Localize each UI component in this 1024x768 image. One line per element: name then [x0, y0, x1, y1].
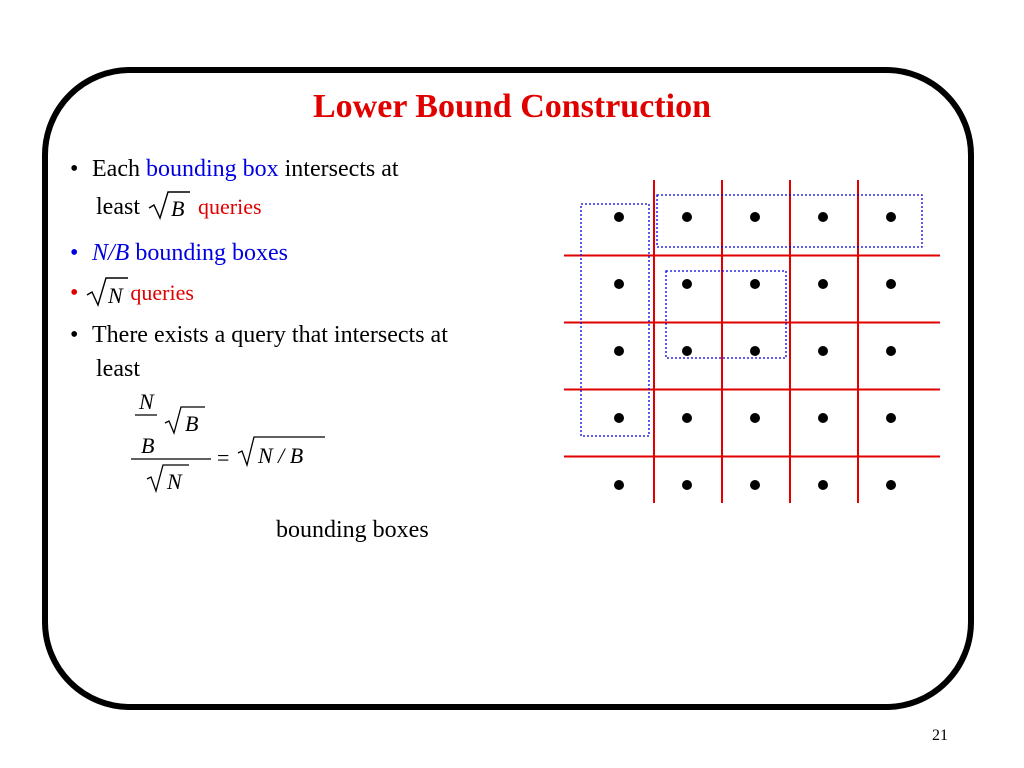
bullet-4: •There exists a query that intersects at	[70, 322, 448, 348]
grid-point	[750, 480, 760, 490]
grid-point	[818, 413, 828, 423]
grid-point	[614, 413, 624, 423]
grid-point	[614, 346, 624, 356]
slide-title: Lower Bound Construction	[313, 88, 711, 125]
sqrt-n-symbol: N	[87, 277, 129, 308]
grid-point	[886, 279, 896, 289]
grid-point	[750, 413, 760, 423]
grid-point	[818, 346, 828, 356]
bullet-1-line-2: least B queries	[96, 190, 262, 224]
grid-point	[818, 212, 828, 222]
grid-point	[818, 279, 828, 289]
grid-point	[886, 480, 896, 490]
bullet-2: •N/B bounding boxes	[70, 240, 289, 266]
grid-point	[682, 346, 692, 356]
sqrt-n-radicand: N	[107, 283, 124, 308]
sqrt-b-radicand: B	[171, 196, 184, 221]
grid-point	[886, 212, 896, 222]
caption: bounding boxes	[276, 517, 429, 543]
grid-point	[750, 279, 760, 289]
formula-equals: =	[217, 445, 229, 470]
grid-point	[750, 212, 760, 222]
bullet-3: • N queries	[70, 276, 194, 310]
grid-point	[750, 346, 760, 356]
grid-point	[682, 413, 692, 423]
formula-num-top: N	[138, 389, 155, 414]
grid-point	[682, 212, 692, 222]
grid-diagram	[564, 180, 940, 503]
formula-result: N / B	[257, 443, 303, 468]
grid-point	[682, 279, 692, 289]
bounding-box-vertical	[580, 203, 650, 437]
slide-frame	[42, 67, 974, 710]
bounding-box-horizontal	[656, 194, 923, 248]
bounding-box-term: bounding box	[145, 156, 279, 182]
bounding-box-square	[665, 270, 787, 359]
bullet-4-line-2: least	[96, 356, 140, 382]
formula-num-den: B	[141, 433, 154, 458]
grid-point	[886, 413, 896, 423]
page-number: 21	[932, 727, 948, 744]
grid-point	[614, 279, 624, 289]
grid-point	[818, 480, 828, 490]
formula-den-sqrt: N	[166, 469, 183, 494]
formula-sqrt-b: B	[185, 411, 198, 436]
grid-point	[614, 212, 624, 222]
sqrt-b-symbol: B	[148, 191, 190, 221]
grid-point	[886, 346, 896, 356]
formula: N B B N = N / B	[131, 389, 325, 494]
grid-point	[614, 480, 624, 490]
grid-point	[682, 480, 692, 490]
bullet-1: •Each bounding box intersects at	[70, 156, 399, 182]
